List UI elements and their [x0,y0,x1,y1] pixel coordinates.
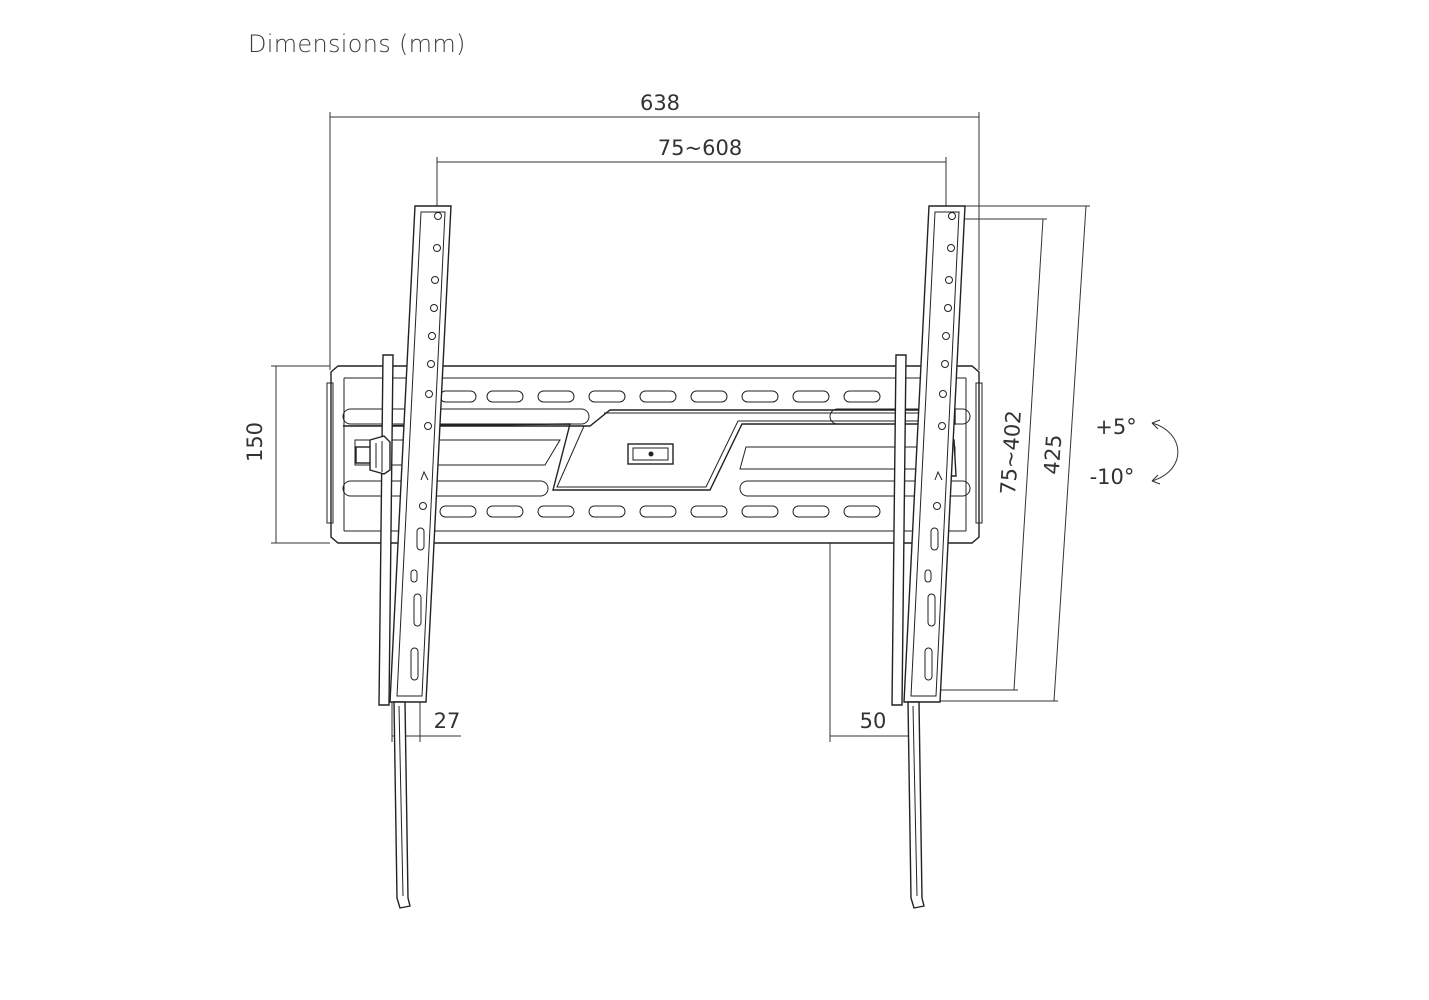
label-depth-min: 27 [434,709,461,733]
top-slot-row [439,390,881,403]
spirit-level [627,443,674,465]
label-overall-width: 638 [640,91,680,115]
diagram-title: Dimensions (mm) [248,30,466,58]
left-arm-holes [410,212,442,681]
dimension-depth-min: 27 [391,702,461,742]
dimension-vesa-vertical: 75~402 [925,218,1047,691]
right-arm [891,205,966,909]
left-arm [355,205,452,909]
label-arm-length: 425 [1040,434,1067,476]
label-vesa-horizontal: 75~608 [658,136,742,160]
tilt-arrow-up-icon [1151,419,1161,430]
dimension-overall-width: 638 [329,91,980,370]
tilt-indicator: +5° -10° [1090,415,1179,489]
right-arm-holes [924,212,956,681]
dimension-plate-height: 150 [243,365,330,544]
label-tilt-up: +5° [1095,415,1136,439]
tilt-arrow-down-icon [1151,474,1161,485]
dimension-arm-length: 425 [925,205,1090,702]
label-plate-height: 150 [243,422,267,462]
label-vesa-vertical: 75~402 [996,410,1026,496]
label-depth-max: 50 [860,709,887,733]
dimension-depth-max: 50 [829,543,913,742]
bottom-slot-row [439,505,881,518]
dimension-vesa-horizontal: 75~608 [436,136,947,212]
left-lock-knob [355,435,391,475]
label-tilt-down: -10° [1090,465,1135,489]
